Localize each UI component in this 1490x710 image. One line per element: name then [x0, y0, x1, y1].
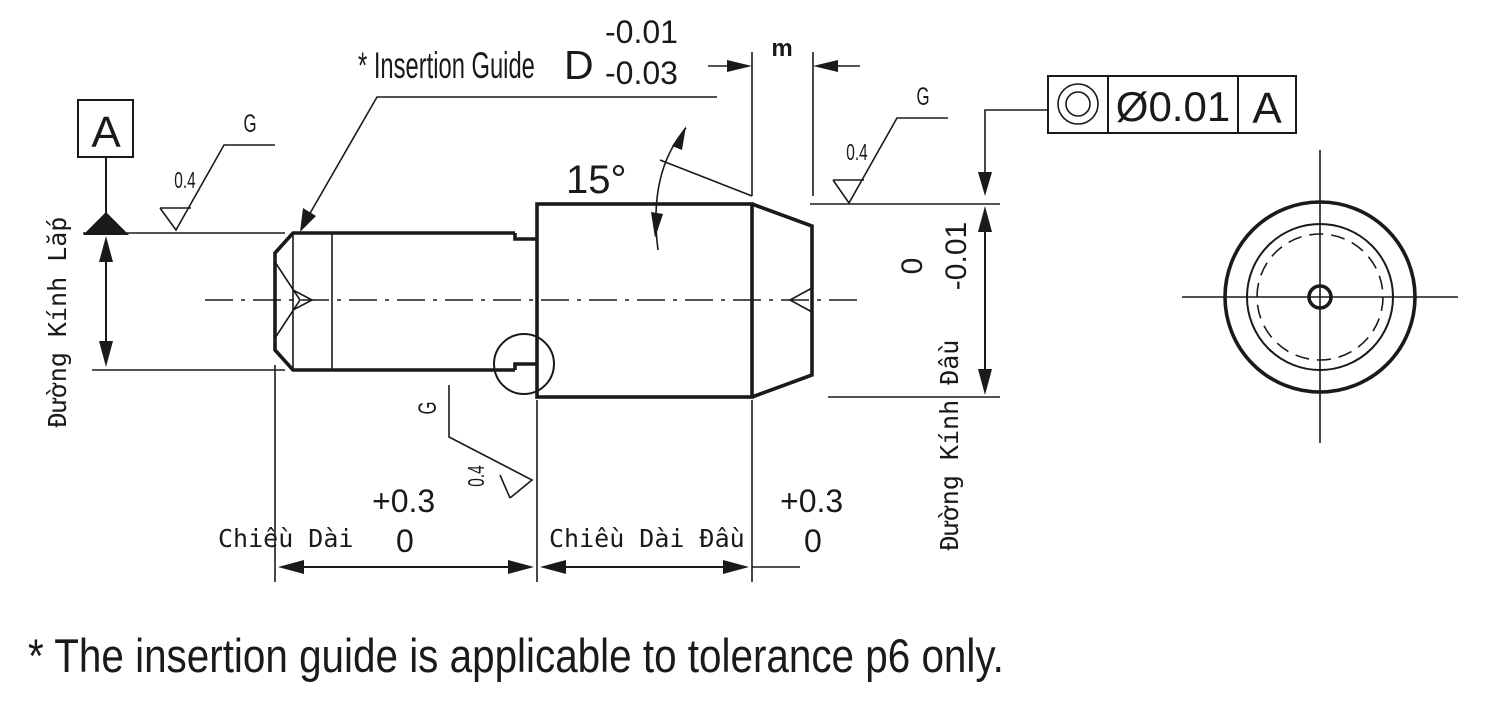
- arrow-up-icon: [978, 206, 992, 232]
- detail-circle: [493, 333, 555, 395]
- roughness-value: 0.4: [174, 168, 195, 194]
- surface-roughness-icon: [159, 144, 275, 232]
- angle-label: 15°: [566, 158, 627, 202]
- insertion-guide-symbol: D: [564, 42, 594, 88]
- roughness-bottom: 0.4 G: [414, 385, 534, 499]
- footnote: * The insertion guide is applicable to t…: [28, 630, 1004, 683]
- surface-roughness-icon: [448, 385, 534, 499]
- angle-dimension: 15°: [566, 126, 753, 251]
- end-view-hidden-circle: [1256, 233, 1384, 361]
- length-tol-upper: +0.3: [372, 483, 435, 519]
- fitting-diameter-dimension: Đường Kính Lắp: [43, 217, 285, 428]
- fcf-datum: A: [1252, 84, 1282, 133]
- roughness-value: 0.4: [464, 465, 490, 486]
- insertion-tol-lower: -0.03: [605, 55, 678, 91]
- roughness-grade: G: [243, 110, 256, 138]
- arrow-right-icon: [727, 60, 752, 72]
- feature-control-frame: Ø0.01 A: [978, 75, 1297, 196]
- concentricity-icon-inner: [1065, 91, 1091, 117]
- concentricity-icon: [1057, 83, 1099, 125]
- head-length-label: Chiều Dài Đầu: [549, 524, 745, 553]
- angle-extension-line: [659, 159, 753, 197]
- end-view-outer-circle: [1223, 200, 1417, 394]
- leader-arrow-icon: [300, 208, 316, 232]
- leader-line: [304, 96, 717, 223]
- roughness-value: 0.4: [846, 140, 867, 166]
- head-diameter-label: Đường Kính Đầu: [935, 340, 964, 551]
- arrow-right-icon: [723, 560, 749, 574]
- roughness-grade: G: [414, 401, 442, 414]
- head-diameter-dimension: 0 -0.01 Đường Kính Đầu: [810, 203, 1000, 551]
- head-tol-upper: 0: [896, 258, 929, 275]
- undercut-groove: [513, 233, 537, 241]
- m-label: m: [771, 35, 792, 62]
- arrow-down-icon: [978, 369, 992, 395]
- fcf-leader: [984, 109, 1048, 175]
- m-dimension: m: [708, 35, 860, 196]
- head-tol-lower: -0.01: [940, 222, 973, 290]
- center-drill-left: [292, 289, 314, 311]
- fitting-diameter-label: Đường Kính Lắp: [43, 217, 72, 428]
- pin-side-view: [205, 202, 860, 399]
- datum-triangle-icon: [83, 212, 129, 235]
- roughness-base: [499, 474, 511, 499]
- fcf-box: [1047, 75, 1297, 134]
- roughness-right: 0.4 G: [832, 83, 948, 205]
- arrow-left-icon: [813, 60, 838, 72]
- arrow-down-icon: [651, 212, 663, 238]
- datum-letter: A: [91, 108, 121, 157]
- arrow-up-icon: [672, 126, 686, 150]
- arrow-down-icon: [99, 341, 113, 367]
- insertion-guide-callout: * Insertion Guide D -0.01 -0.03: [300, 14, 717, 232]
- roughness-grade: G: [916, 83, 929, 111]
- length-tol-lower: 0: [396, 523, 414, 559]
- arrow-left-icon: [540, 560, 566, 574]
- center-drill-right: [788, 287, 813, 313]
- undercut-groove-bottom: [513, 362, 537, 370]
- fcf-tolerance: Ø0.01: [1116, 83, 1230, 130]
- end-view-middle-circle: [1246, 223, 1394, 371]
- arrow-left-icon: [278, 560, 304, 574]
- insertion-tol-upper: -0.01: [605, 14, 678, 50]
- insertion-guide-label: * Insertion Guide: [358, 45, 535, 87]
- head-length-tol-upper: +0.3: [780, 483, 843, 519]
- pin-end-view: [1182, 150, 1458, 443]
- head-chamfer: [751, 202, 814, 399]
- center-drill-left-outer: [274, 261, 301, 339]
- head-length-tol-lower: 0: [804, 523, 822, 559]
- arrow-down-icon: [978, 172, 992, 196]
- length-dimensions: Chiều Dài +0.3 0 Chiều Dài Đầu +0.3 0: [218, 365, 843, 582]
- arrow-up-icon: [99, 236, 113, 262]
- surface-roughness-icon: [832, 117, 948, 205]
- datum-a: A: [77, 99, 134, 235]
- end-view-center-hole: [1307, 284, 1333, 310]
- arrow-right-icon: [508, 560, 534, 574]
- roughness-left: 0.4 G: [159, 110, 275, 232]
- length-label: Chiều Dài: [218, 524, 353, 553]
- pin-shank-outline: [273, 231, 515, 372]
